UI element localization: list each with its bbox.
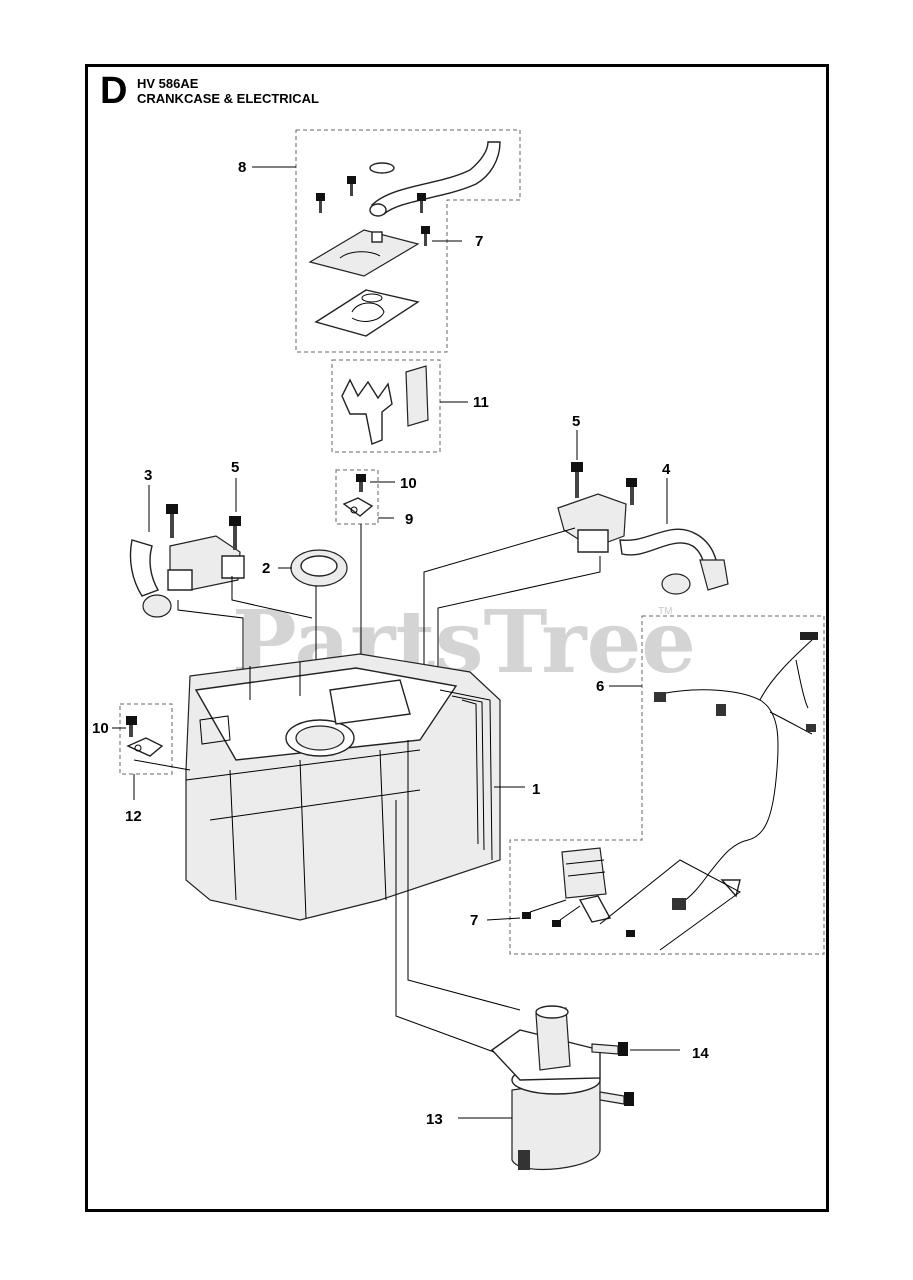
callout-2: 2 [262, 560, 270, 577]
section-letter: D [100, 70, 128, 112]
callout-5-right: 5 [572, 413, 580, 430]
callout-4: 4 [662, 461, 671, 478]
ignition-coil-icon [129, 504, 245, 618]
callout-7-bottom: 7 [470, 912, 478, 929]
callout-12: 12 [125, 808, 142, 825]
bolt-icon [591, 1042, 634, 1106]
callout-10-top: 10 [400, 475, 417, 492]
bracket-icon [335, 469, 379, 525]
screw-icon [316, 176, 430, 246]
callout-10-left: 10 [92, 720, 109, 737]
model-number: HV 586AE [137, 76, 199, 91]
bracket-icon [331, 359, 441, 453]
starter-motor-icon [490, 1005, 601, 1171]
callout-14: 14 [692, 1045, 709, 1062]
crankcase-icon [185, 653, 501, 921]
callout-8: 8 [238, 159, 246, 176]
callout-3: 3 [144, 467, 152, 484]
callout-6: 6 [596, 678, 604, 695]
callout-9: 9 [405, 511, 413, 528]
breather-assembly-icon [295, 129, 521, 353]
callout-11: 11 [473, 394, 489, 411]
diagram-frame [85, 64, 829, 1212]
watermark-trademark: TM [658, 606, 672, 617]
callout-5-left: 5 [231, 459, 239, 476]
bracket-icon [119, 703, 173, 775]
wiring-harness-icon [509, 615, 825, 955]
callout-7-top: 7 [475, 233, 483, 250]
ignition-coil-icon [557, 462, 729, 595]
callout-1: 1 [532, 781, 540, 798]
oil-seal-icon [290, 549, 348, 587]
callout-13: 13 [426, 1111, 443, 1128]
diagram-title: CRANKCASE & ELECTRICAL [137, 91, 319, 106]
